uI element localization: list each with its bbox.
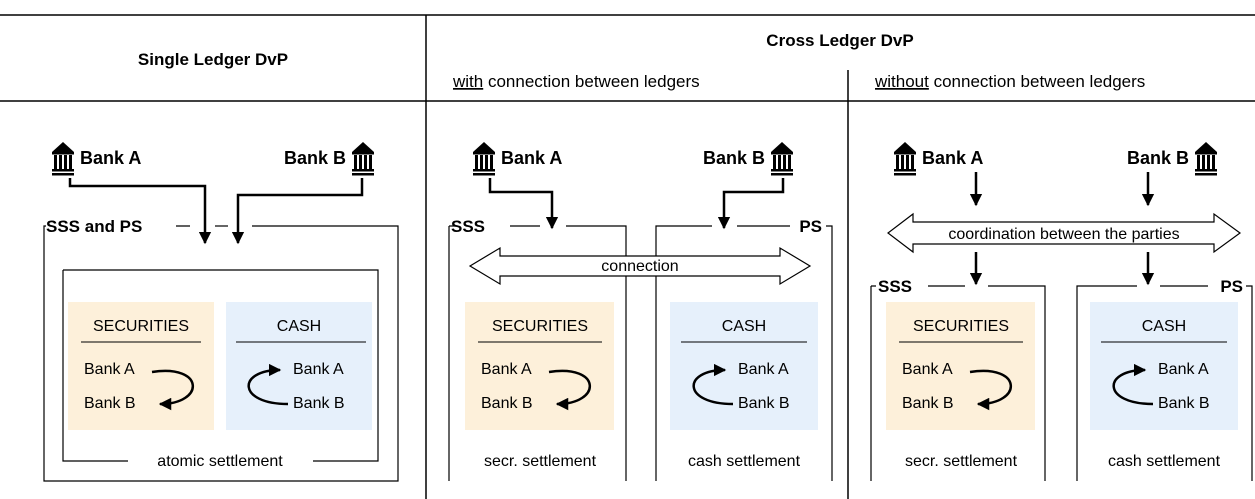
cash-bank-a: Bank A: [1158, 361, 1209, 378]
cash-title: CASH: [722, 318, 766, 335]
bank-b-arrow: [717, 178, 785, 230]
cash-bank-a: Bank A: [738, 361, 789, 378]
panel-without-connection: Bank A Bank B coordination between the p…: [870, 142, 1253, 481]
secr-settlement-label: secr. settlement: [484, 453, 597, 470]
without-rest-label: connection between ledgers: [929, 72, 1145, 91]
cash-title: CASH: [277, 318, 321, 335]
securities-bank-b: Bank B: [84, 395, 136, 412]
ps-box: [655, 225, 833, 481]
securities-bank-a: Bank A: [84, 361, 135, 378]
bank-b-label: Bank B: [284, 148, 346, 168]
cash-settlement-label: cash settlement: [1108, 453, 1221, 470]
sss-label: SSS: [878, 277, 912, 296]
sss-label: SSS: [451, 217, 485, 236]
securities-ledger-bg: [465, 302, 614, 430]
panel-single-ledger: Bank A Bank B SSS and PS atomic settleme…: [43, 142, 399, 482]
securities-title: SECURITIES: [913, 318, 1009, 335]
bank-b-arrow: [231, 178, 364, 245]
cash-transfer-arrow: [692, 363, 734, 406]
securities-bank-b: Bank B: [481, 395, 533, 412]
connection-label: connection: [601, 258, 678, 275]
bank-a-label: Bank A: [501, 148, 562, 168]
bank-a-label: Bank A: [922, 148, 983, 168]
cash-ledger-bg: [1090, 302, 1238, 430]
header-single-ledger: Single Ledger DvP: [138, 50, 288, 69]
bank-a-icon: [894, 142, 916, 176]
cash-bank-b: Bank B: [293, 395, 345, 412]
securities-transfer-arrow: [969, 369, 1012, 411]
securities-bank-a: Bank A: [902, 361, 953, 378]
with-label: with: [452, 72, 483, 91]
cash-settlement-label: cash settlement: [688, 453, 801, 470]
sss-box: [448, 225, 627, 481]
cash-bank-b: Bank B: [738, 395, 790, 412]
securities-transfer-arrow: [151, 369, 194, 411]
securities-bank-b: Bank B: [902, 395, 954, 412]
securities-ledger-bg: [886, 302, 1035, 430]
sss-ps-label: SSS and PS: [46, 217, 142, 236]
header-with-connection: with connection between ledgers: [452, 72, 700, 91]
cash-transfer-arrow: [1112, 363, 1154, 406]
bank-a-label: Bank A: [80, 148, 141, 168]
cash-bank-b: Bank B: [1158, 395, 1210, 412]
cash-title: CASH: [1142, 318, 1186, 335]
ps-label: PS: [1220, 277, 1243, 296]
bank-b-icon: [771, 142, 793, 176]
sss-box: [870, 285, 1046, 481]
header-cross-ledger: Cross Ledger DvP: [766, 31, 913, 50]
cash-bank-a: Bank A: [293, 361, 344, 378]
cash-ledger-bg: [670, 302, 818, 430]
header-without-connection: without connection between ledgers: [874, 72, 1145, 91]
securities-title: SECURITIES: [93, 318, 189, 335]
securities-bank-a: Bank A: [481, 361, 532, 378]
bank-a-arrow: [68, 178, 212, 245]
secr-settlement-label: secr. settlement: [905, 453, 1018, 470]
ps-label: PS: [799, 217, 822, 236]
without-label: without: [874, 72, 929, 91]
atomic-settlement-label: atomic settlement: [157, 453, 283, 470]
connection-arrow: [468, 246, 812, 286]
coordination-label: coordination between the parties: [948, 226, 1179, 243]
bank-b-icon: [352, 142, 374, 176]
cash-transfer-arrow: [247, 363, 289, 406]
bank-a-icon: [52, 142, 74, 176]
bank-b-label: Bank B: [703, 148, 765, 168]
ps-box: [1076, 285, 1253, 481]
securities-transfer-arrow: [548, 369, 591, 411]
bank-b-label: Bank B: [1127, 148, 1189, 168]
bank-a-icon: [473, 142, 495, 176]
atomic-box: [62, 269, 379, 462]
coordination-arrow: [887, 212, 1242, 254]
bank-b-icon: [1195, 142, 1217, 176]
securities-ledger-bg: [68, 302, 214, 430]
panel-with-connection: Bank A Bank B SSS PS connection SECURITI…: [448, 142, 833, 481]
with-rest-label: connection between ledgers: [483, 72, 699, 91]
cash-ledger-bg: [226, 302, 372, 430]
bank-a-arrow: [488, 178, 559, 230]
securities-title: SECURITIES: [492, 318, 588, 335]
